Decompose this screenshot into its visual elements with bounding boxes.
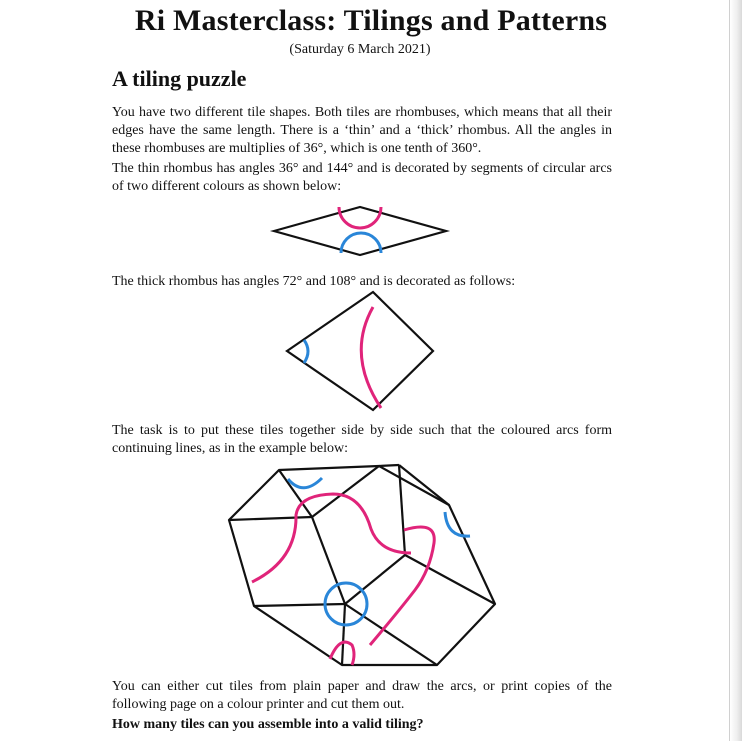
tiling-edge: [397, 464, 407, 556]
tiling-pink-arc: [368, 525, 436, 646]
thick-rhombus-blue-arc: [302, 339, 310, 364]
cut-paragraph: You can either cut tiles from plain pape…: [112, 679, 612, 712]
page-date: (Saturday 6 March 2021): [289, 42, 431, 57]
tiling-pink-arc: [251, 492, 412, 584]
tiling-edge: [311, 465, 380, 518]
thin-rhombus-outline: [269, 205, 451, 257]
thin-rhombus-paragraph: The thin rhombus has angles 36° and 144°…: [112, 161, 612, 194]
question-paragraph: How many tiles can you assemble into a v…: [112, 717, 424, 732]
task-paragraph: The task is to put these tiles together …: [112, 423, 612, 456]
tiling-edge: [404, 554, 496, 605]
tiling-blue-arc: [286, 476, 324, 490]
thin-rhombus-pink-arc: [337, 206, 383, 230]
thick-rhombus-outline: [285, 290, 435, 412]
tiling-edge: [278, 469, 313, 518]
tiling-edge: [398, 464, 450, 506]
section-heading: A tiling puzzle: [112, 66, 247, 91]
tiling-edge: [344, 554, 406, 605]
tiling-edge: [228, 515, 313, 522]
tiling-outline: [227, 464, 497, 667]
tiling-blue-arc: [443, 511, 471, 538]
tiling-blue-circle: [323, 581, 369, 627]
tiling-edge: [378, 463, 400, 468]
tiling-edge: [344, 603, 438, 666]
tiling-edge: [310, 516, 347, 605]
tiling-edge: [253, 602, 346, 608]
thick-rhombus-paragraph: The thick rhombus has angles 72° and 108…: [112, 274, 516, 289]
tiling-edge: [340, 603, 347, 666]
thin-rhombus-blue-arc: [339, 231, 383, 254]
intro-paragraph: You have two different tile shapes. Both…: [112, 105, 612, 156]
page-title: Ri Masterclass: Tilings and Patterns: [134, 4, 608, 37]
thick-rhombus-pink-arc: [359, 306, 383, 409]
tiling-pink-arc: [328, 640, 356, 666]
page-edge: [729, 0, 742, 741]
